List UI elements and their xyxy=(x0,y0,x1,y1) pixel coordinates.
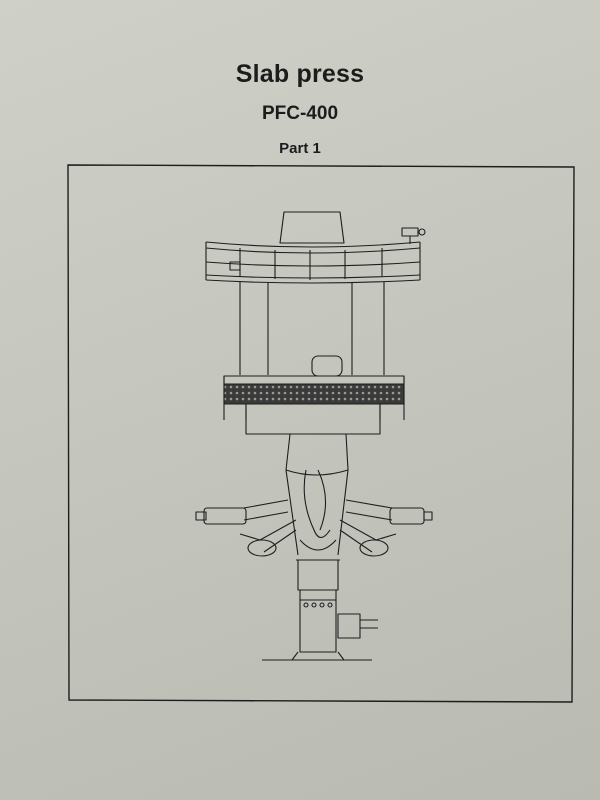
model-number: PFC-400 xyxy=(261,103,339,124)
document-title: Slab press xyxy=(235,60,365,88)
base-column xyxy=(262,559,378,661)
part-label: Part 1 xyxy=(279,140,321,157)
drawing-border xyxy=(67,164,575,703)
upper-platform xyxy=(205,227,426,284)
main-columns xyxy=(239,282,385,375)
hydraulic-arms xyxy=(195,469,433,561)
top-column xyxy=(279,211,345,244)
lower-body xyxy=(285,433,349,556)
middle-platform xyxy=(223,355,405,435)
